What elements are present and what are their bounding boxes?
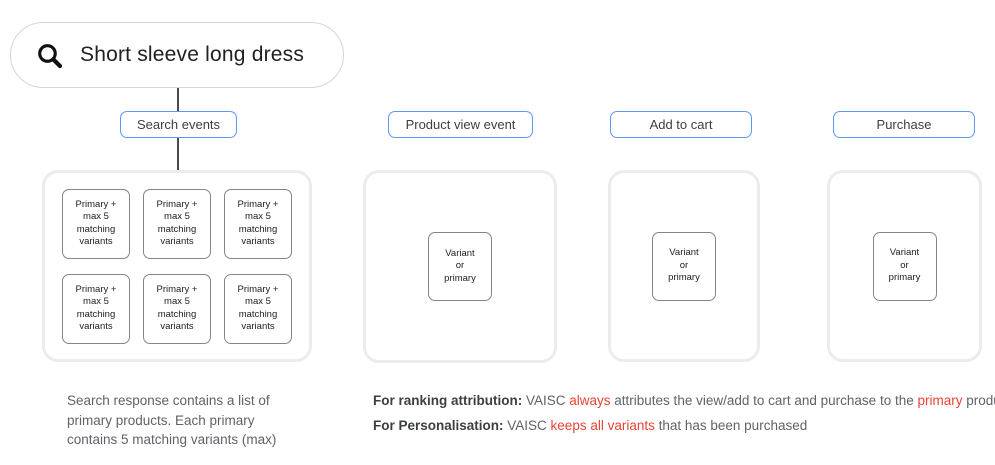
label-product-view-event-text: Product view event	[405, 117, 516, 132]
magnifier-icon	[38, 43, 63, 68]
variant-or-primary-box: Variant or primary	[428, 232, 492, 301]
personalisation-note: For Personalisation: VAISC keeps all var…	[373, 418, 808, 433]
label-add-to-cart: Add to cart	[610, 111, 752, 138]
ranking-attribution-note: For ranking attribution: VAISC always at…	[373, 393, 995, 408]
search-input[interactable]: Short sleeve long dress	[10, 22, 344, 88]
primary-product-box: Primary + max 5 matching variants	[224, 188, 292, 259]
primary-product-box: Primary + max 5 matching variants	[62, 273, 130, 344]
search-query-text: Short sleeve long dress	[80, 43, 305, 66]
attribution-notes: For ranking attribution: VAISC always at…	[373, 391, 995, 441]
label-search-events: Search events	[120, 111, 237, 138]
container-product-view: Variant or primary	[363, 170, 557, 363]
container-search-events: Primary + max 5 matching variants Primar…	[42, 170, 312, 362]
container-add-to-cart: Variant or primary	[608, 170, 760, 362]
label-add-to-cart-text: Add to cart	[649, 117, 713, 132]
search-response-note: Search response contains a list of prima…	[67, 393, 277, 447]
primary-product-box: Primary + max 5 matching variants	[224, 273, 292, 344]
label-purchase: Purchase	[833, 111, 975, 138]
variant-or-primary-box: Variant or primary	[872, 231, 937, 301]
primary-product-box: Primary + max 5 matching variants	[143, 188, 211, 259]
connector-pill-to-label	[177, 88, 179, 111]
connector-label-to-container	[177, 138, 179, 170]
variant-or-primary-box: Variant or primary	[652, 231, 716, 301]
label-product-view-event: Product view event	[388, 111, 533, 138]
container-purchase: Variant or primary	[827, 170, 982, 362]
primary-product-box: Primary + max 5 matching variants	[143, 273, 211, 344]
label-search-events-text: Search events	[136, 117, 221, 132]
primary-product-box: Primary + max 5 matching variants	[62, 188, 130, 259]
label-purchase-text: Purchase	[876, 117, 932, 132]
